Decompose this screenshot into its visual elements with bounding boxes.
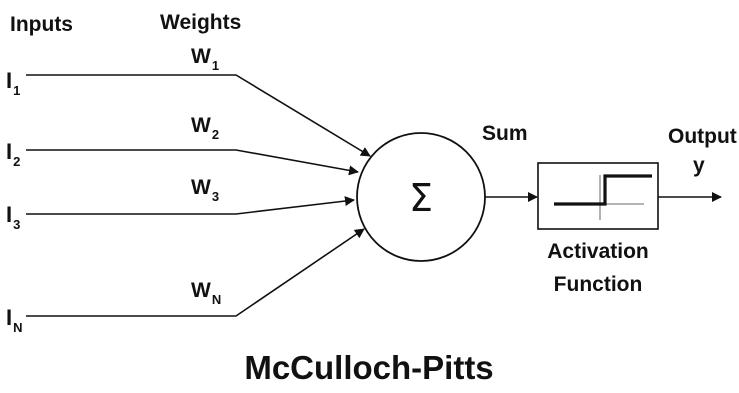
svg-text:W3: W3 [191, 176, 219, 204]
weight-letter: W [191, 176, 211, 199]
connection-line-3 [26, 196, 355, 215]
svg-text:I2: I2 [6, 139, 20, 169]
connection-line-n [26, 228, 365, 317]
weight-subscript: 2 [212, 127, 219, 142]
activation-label-line1: Activation [547, 240, 649, 263]
input-label-1: I1 [6, 68, 20, 98]
svg-text:IN: IN [6, 305, 23, 335]
input-letter: I [6, 68, 12, 93]
svg-text:I1: I1 [6, 68, 20, 98]
input-label-2: I2 [6, 139, 20, 169]
svg-text:W2: W2 [191, 114, 219, 142]
input-subscript: 1 [13, 83, 20, 98]
weight-subscript: 3 [212, 189, 219, 204]
svg-text:WN: WN [191, 279, 221, 307]
activation-function-box [537, 162, 659, 230]
input-letter: I [6, 139, 12, 164]
input-subscript: 3 [13, 217, 20, 232]
weight-subscript: N [212, 292, 221, 307]
input-label-n: IN [6, 305, 23, 335]
step-function-icon [554, 174, 652, 220]
weight-label-1: W1 [191, 45, 219, 73]
svg-text:I3: I3 [6, 202, 20, 232]
input-label-3: I3 [6, 202, 20, 232]
input-letter: I [6, 305, 12, 330]
summation-symbol: Σ [409, 176, 433, 220]
svg-text:W1: W1 [191, 45, 219, 73]
output-label: Output [668, 125, 737, 148]
weight-letter: W [191, 279, 211, 302]
input-subscript: N [13, 320, 22, 335]
weight-letter: W [191, 45, 211, 68]
sum-label: Sum [482, 122, 528, 145]
weight-label-3: W3 [191, 176, 219, 204]
weights-header: Weights [160, 11, 241, 34]
weight-label-n: WN [191, 279, 221, 307]
weight-subscript: 1 [212, 58, 219, 73]
diagram-title: McCulloch-Pitts [244, 349, 493, 386]
connection-line-2 [26, 149, 359, 176]
connection-line-1 [26, 74, 371, 157]
inputs-header: Inputs [10, 13, 73, 36]
weight-label-2: W2 [191, 114, 219, 142]
input-letter: I [6, 202, 12, 227]
output-symbol: y [693, 154, 705, 177]
activation-label-line2: Function [554, 273, 643, 296]
weight-letter: W [191, 114, 211, 137]
input-subscript: 2 [13, 154, 20, 169]
